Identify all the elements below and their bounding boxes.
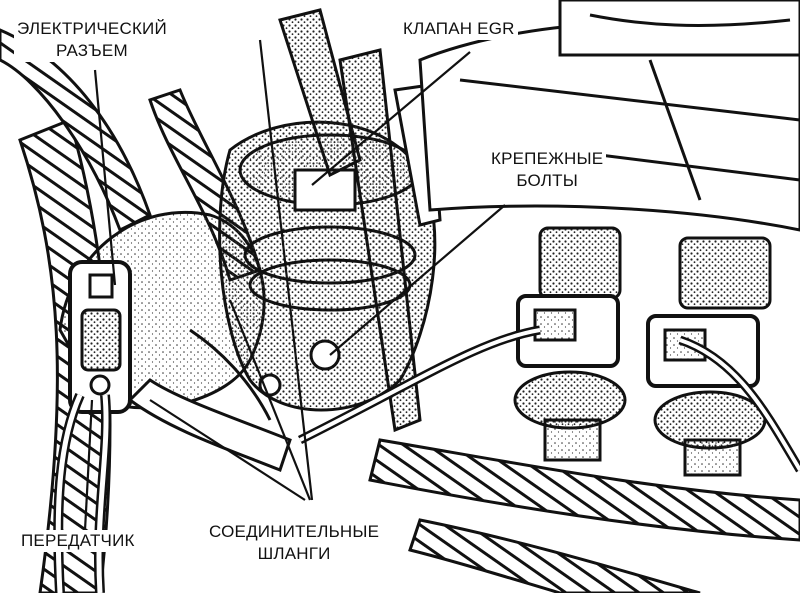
leader-hose-2 xyxy=(228,299,312,501)
label-mounting-bolts-line2: БОЛТЫ xyxy=(516,171,578,190)
leader-hose-3 xyxy=(258,39,314,501)
leader-sender xyxy=(83,399,94,531)
label-electrical-connector-line2: РАЗЪЕМ xyxy=(56,41,128,60)
label-mounting-bolts: КРЕПЕЖНЫЕ БОЛТЫ xyxy=(488,148,607,192)
label-mounting-bolts-line1: КРЕПЕЖНЫЕ xyxy=(491,149,604,168)
label-electrical-connector-line1: ЭЛЕКТРИЧЕСКИЙ xyxy=(17,19,167,38)
harness-wires xyxy=(297,325,800,473)
label-sender-line1: ПЕРЕДАТЧИК xyxy=(21,531,135,550)
leader-bolts xyxy=(329,204,506,356)
electrical-connector-drawing xyxy=(58,210,266,414)
label-connecting-hoses: СОЕДИНИТЕЛЬНЫЕ ШЛАНГИ xyxy=(206,521,383,565)
label-connecting-hoses-line2: ШЛАНГИ xyxy=(257,544,331,563)
leader-lines xyxy=(83,39,506,531)
leader-hose-1 xyxy=(149,399,306,501)
sender-wires xyxy=(53,392,112,593)
label-egr-valve: КЛАПАН EGR xyxy=(400,18,518,40)
leader-egr xyxy=(311,51,471,186)
label-egr-valve-line1: КЛАПАН EGR xyxy=(403,19,515,38)
label-connecting-hoses-line1: СОЕДИНИТЕЛЬНЫЕ xyxy=(209,522,380,541)
leader-connector xyxy=(93,69,117,286)
fuel-injector-1 xyxy=(513,226,627,462)
label-sender: ПЕРЕДАТЧИК xyxy=(18,530,138,552)
wiring-loom-lower xyxy=(368,438,800,593)
connecting-hoses-drawing xyxy=(127,328,292,472)
label-electrical-connector: ЭЛЕКТРИЧЕСКИЙ РАЗЪЕМ xyxy=(14,18,170,62)
